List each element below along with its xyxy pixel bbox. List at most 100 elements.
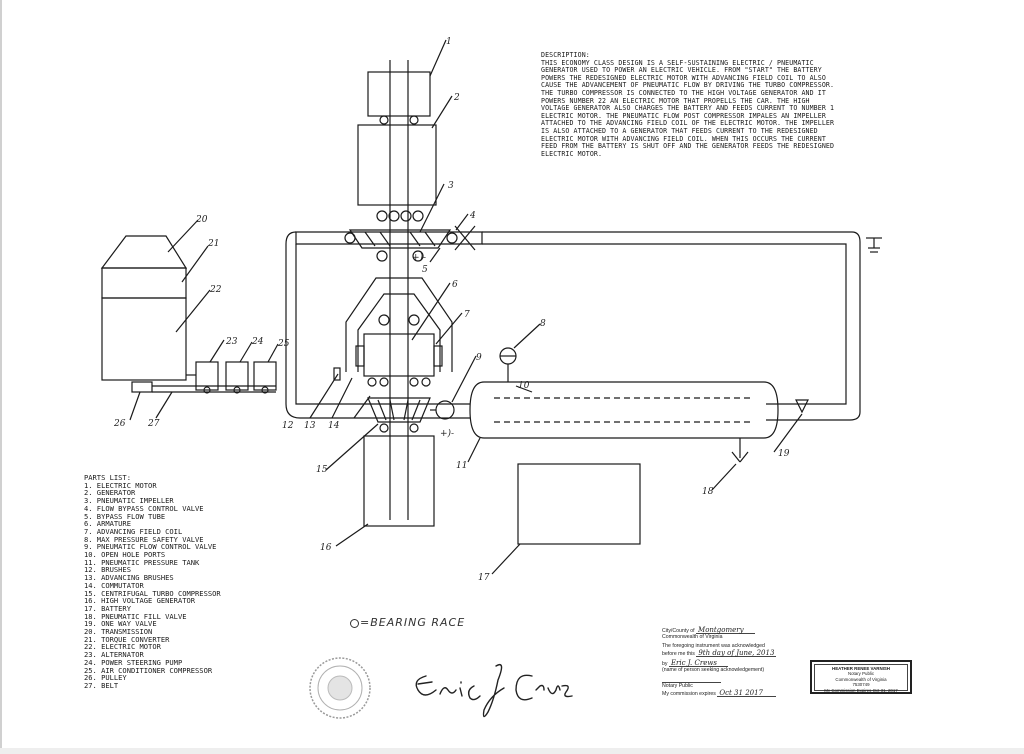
- parts-list-item: 18. PNEUMATIC FILL VALVE: [84, 611, 187, 621]
- one-way-valve-19: [795, 399, 809, 414]
- parts-list-item: 5. BYPASS FLOW TUBE: [84, 511, 166, 521]
- polarity-label-bottom: +)-: [440, 428, 454, 439]
- stamp-reg: 7530749: [852, 682, 870, 688]
- pneumatic-fill-valve-18: [731, 438, 749, 463]
- parts-list-item: 3. PNEUMATIC IMPELLER: [84, 496, 174, 506]
- parts-list-item: 24. POWER STEERING PUMP: [84, 657, 183, 667]
- callout-17: 17: [478, 573, 490, 583]
- notary-stamp: HEATHER RENEE VARNISH Notary Public Comm…: [810, 660, 912, 694]
- ack-line-2: before me this: [662, 650, 695, 657]
- callout-21: 21: [207, 239, 219, 249]
- power-steering-pump-24: [225, 361, 249, 391]
- belt-27: [152, 385, 276, 394]
- callout-11: 11: [456, 461, 467, 471]
- notary-signature-line: [662, 676, 721, 684]
- callout-3: 3: [448, 181, 454, 191]
- ack-line-1: The foregoing instrument was acknowledge…: [662, 643, 765, 650]
- pneumatic-impeller-3: [348, 229, 452, 249]
- callout-6: 6: [452, 280, 458, 290]
- transmission-20: [100, 235, 188, 269]
- callout-25: 25: [277, 339, 290, 349]
- county-value: Montgomery: [696, 626, 756, 635]
- by-value: Eric J. Crews: [668, 659, 728, 668]
- callout-10: 10: [518, 381, 530, 391]
- electric-motor-22: [101, 297, 187, 381]
- parts-list-item: 15. CENTRIFUGAL TURBO COMPRESSOR: [84, 588, 221, 598]
- parts-list-item: 27. BELT: [84, 680, 119, 690]
- bearing-circle-icon: [350, 618, 359, 628]
- motor-housing: [345, 277, 453, 372]
- parts-list-item: 22. ELECTRIC MOTOR: [84, 642, 161, 652]
- ack-date: 9th day of June, 2013: [696, 648, 777, 657]
- parts-list-item: 21. TORQUE CONVERTER: [84, 634, 170, 644]
- handwritten-signature: [415, 663, 573, 718]
- parts-list-item: 6. ARMATURE: [84, 519, 131, 529]
- callout-19: 19: [778, 449, 790, 459]
- parts-list-item: 12. BRUSHES: [84, 565, 131, 575]
- stamp-line2: Notary Public: [847, 671, 875, 677]
- notary-acknowledgement: City/County of Montgomery Commonwealth o…: [662, 626, 812, 697]
- turbo-compressor-15: [367, 397, 431, 423]
- by-label: by: [662, 660, 668, 667]
- parts-list-item: 4. FLOW BYPASS CONTROL VALVE: [84, 503, 204, 513]
- parts-list-item: 11. PNEUMATIC PRESSURE TANK: [84, 557, 200, 567]
- description-heading: DESCRIPTION:: [541, 51, 590, 59]
- callout-7: 7: [464, 310, 470, 320]
- stamp-line3: Commonwealth of Virginia: [835, 676, 887, 682]
- battery-17: [517, 463, 641, 545]
- expires-value: Oct 31 2017: [717, 689, 777, 697]
- callout-8: 8: [540, 319, 546, 329]
- callout-16: 16: [320, 543, 332, 553]
- callout-26: 26: [113, 419, 126, 429]
- callout-15: 15: [316, 465, 328, 475]
- bearing-race-text: =BEARING RACE: [360, 616, 466, 629]
- pneumatic-pressure-tank-11: [469, 381, 779, 439]
- callout-13: 13: [304, 421, 316, 431]
- parts-list-item: 14. COMMUTATOR: [84, 580, 144, 590]
- name-note: (name of person seeking acknowledgement): [662, 667, 765, 674]
- torque-converter-21: [101, 267, 187, 299]
- callout-14: 14: [328, 421, 340, 431]
- description-text: THIS ECONOMY CLASS DESIGN IS A SELF-SUST…: [541, 58, 835, 158]
- parts-list-item: 23. ALTERNATOR: [84, 650, 144, 660]
- callout-22: 22: [209, 285, 222, 295]
- callout-1: 1: [446, 37, 452, 47]
- stamp-name: HEATHER RENEE VARNISH: [832, 666, 890, 671]
- parts-list-item: 7. ADVANCING FIELD COIL: [84, 526, 183, 536]
- callout-4: 4: [469, 211, 476, 221]
- parts-list-item: 19. ONE WAY VALVE: [84, 619, 157, 629]
- parts-list-item: 25. AIR CONDITIONER COMPRESSOR: [84, 665, 213, 675]
- parts-list-item: 26. PULLEY: [84, 673, 127, 683]
- callout-23: 23: [225, 337, 238, 347]
- county-label: City/County of: [662, 628, 695, 634]
- parts-list-item: 20. TRANSMISSION: [84, 627, 153, 637]
- callout-5: 5: [422, 265, 428, 275]
- callout-18: 18: [702, 487, 714, 497]
- callout-20: 20: [195, 215, 208, 225]
- generator-2: [357, 124, 437, 206]
- ac-compressor-25: [253, 361, 277, 391]
- notary-label: Notary Public: [662, 683, 693, 690]
- electric-motor-1: [367, 71, 431, 117]
- parts-list-item: 17. BATTERY: [84, 603, 131, 613]
- parts-list-item: 9. PNEUMATIC FLOW CONTROL VALVE: [84, 542, 217, 552]
- callout-9: 9: [476, 353, 482, 363]
- pulley-26: [131, 381, 153, 393]
- parts-list-item: 8. MAX PRESSURE SAFETY VALVE: [84, 534, 204, 544]
- notary-seal: [309, 657, 371, 719]
- armature-6: [363, 333, 435, 377]
- callout-2: 2: [453, 93, 460, 103]
- commonwealth-label: Commonwealth of Virginia: [662, 634, 723, 641]
- parts-list-item: 16. HIGH VOLTAGE GENERATOR: [84, 596, 196, 606]
- parts-list-heading: PARTS LIST:: [84, 473, 131, 482]
- high-voltage-generator-16: [363, 435, 435, 527]
- parts-list-item: 1. ELECTRIC MOTOR: [84, 480, 157, 490]
- polarity-label-top: +)-: [412, 252, 426, 263]
- parts-list-item: 2. GENERATOR: [84, 488, 136, 498]
- alternator-23: [195, 361, 219, 391]
- parts-list-item: 13. ADVANCING BRUSHES: [84, 573, 174, 583]
- bearing-race-legend: =BEARING RACE: [350, 616, 465, 629]
- callout-27: 27: [147, 419, 160, 429]
